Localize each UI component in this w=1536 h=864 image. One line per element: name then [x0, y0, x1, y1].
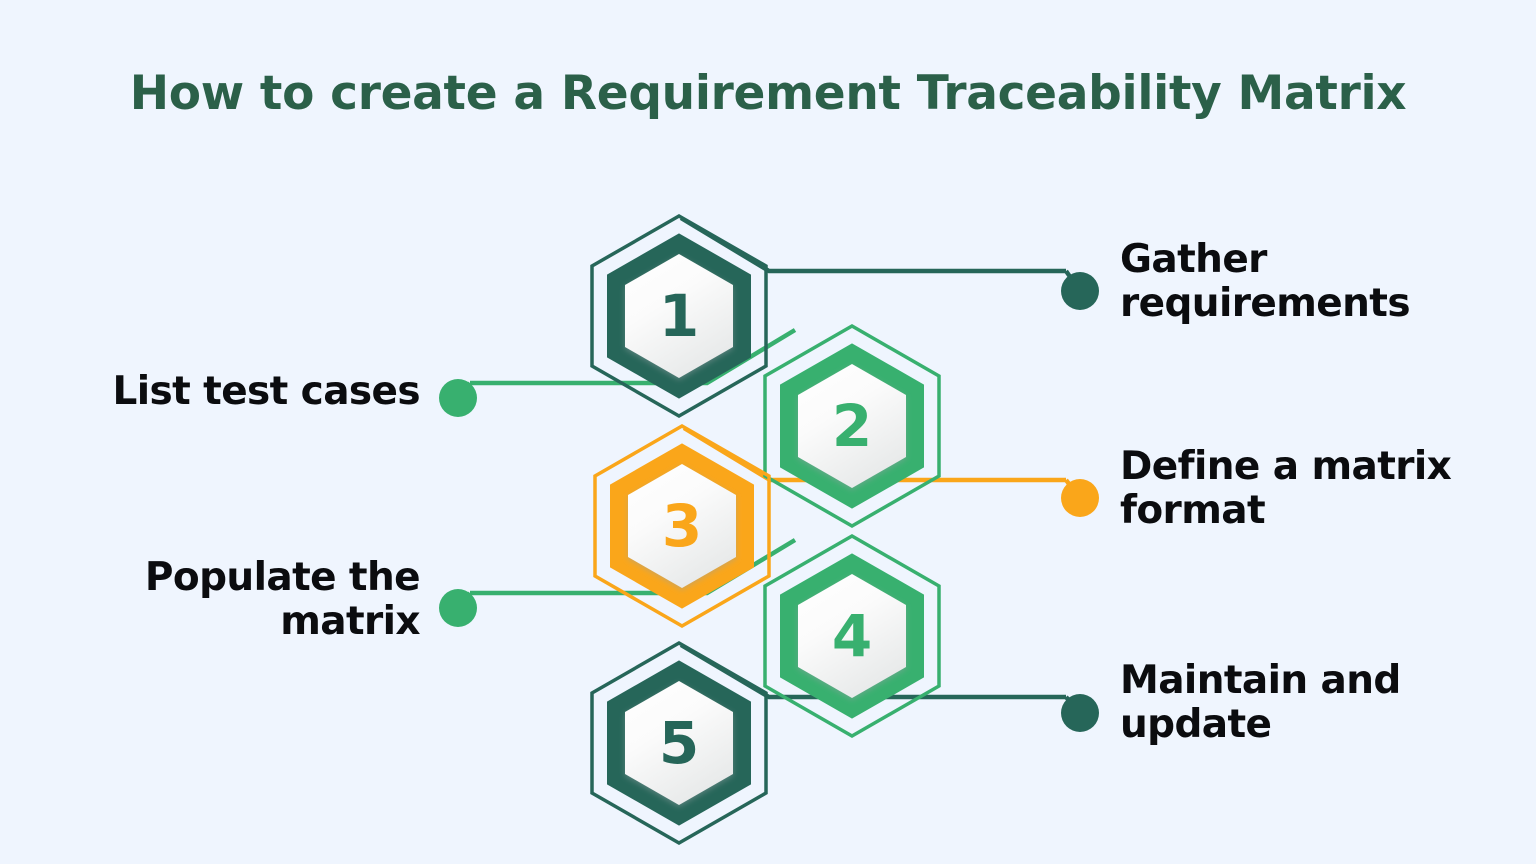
connector-dot-3: [1061, 479, 1099, 517]
hexagon-1-outer-outline: [590, 213, 768, 419]
hexagon-step-2[interactable]: 2: [763, 323, 941, 529]
hexagon-1-ring: [607, 233, 751, 399]
step-label-3: Define a matrix format: [1120, 445, 1520, 532]
hexagon-3-outer-outline: [593, 423, 771, 629]
hexagon-5-inner-fill: [625, 681, 733, 805]
connector-dot-5: [1061, 694, 1099, 732]
step-label-3-line1: Define a matrix: [1120, 444, 1452, 489]
step-label-5-line1: Maintain and: [1120, 658, 1401, 703]
hexagon-3-ring: [610, 443, 754, 609]
hexagon-2-outer-outline: [763, 323, 941, 529]
step-label-3-line2: format: [1120, 487, 1266, 533]
step-label-5: Maintain and update: [1120, 659, 1520, 746]
step-label-2-line1: List test cases: [112, 369, 421, 414]
hexagon-3-number: 3: [662, 492, 702, 560]
hexagon-5-number: 5: [659, 709, 699, 777]
hexagon-4-outer-outline: [763, 533, 941, 739]
hexagon-2-number: 2: [832, 392, 872, 460]
hexagon-step-5[interactable]: 5: [590, 640, 768, 846]
connector-dot-4: [439, 589, 477, 627]
hexagon-2-ring: [780, 343, 924, 509]
step-label-5-line2: update: [1120, 701, 1272, 747]
hexagon-step-1[interactable]: 1: [590, 213, 768, 419]
hexagon-4-inner-fill: [798, 574, 906, 698]
connector-dot-2: [439, 379, 477, 417]
hexagon-2-inner-fill: [798, 364, 906, 488]
hexagon-3-inner-fill: [628, 464, 736, 588]
step-label-1: Gather requirements: [1120, 238, 1520, 325]
step-label-4-line2: matrix: [280, 598, 420, 644]
hexagon-step-4[interactable]: 4: [763, 533, 941, 739]
step-label-4: Populate the matrix: [20, 555, 421, 644]
hexagon-1-number: 1: [659, 282, 699, 350]
hexagon-4-ring: [780, 553, 924, 719]
hexagon-step-3[interactable]: 3: [593, 423, 771, 629]
hexagon-1-inner-fill: [625, 254, 733, 378]
step-label-4-line1: Populate the: [144, 555, 421, 600]
hexagon-5-ring: [607, 660, 751, 826]
hexagon-4-number: 4: [832, 602, 872, 670]
step-label-1-line1: Gather: [1120, 237, 1267, 282]
page-title: How to create a Requirement Traceability…: [129, 66, 1407, 121]
hexagon-5-outer-outline: [590, 640, 768, 846]
step-label-1-line2: requirements: [1120, 280, 1411, 326]
step-label-2: List test cases: [20, 369, 421, 414]
